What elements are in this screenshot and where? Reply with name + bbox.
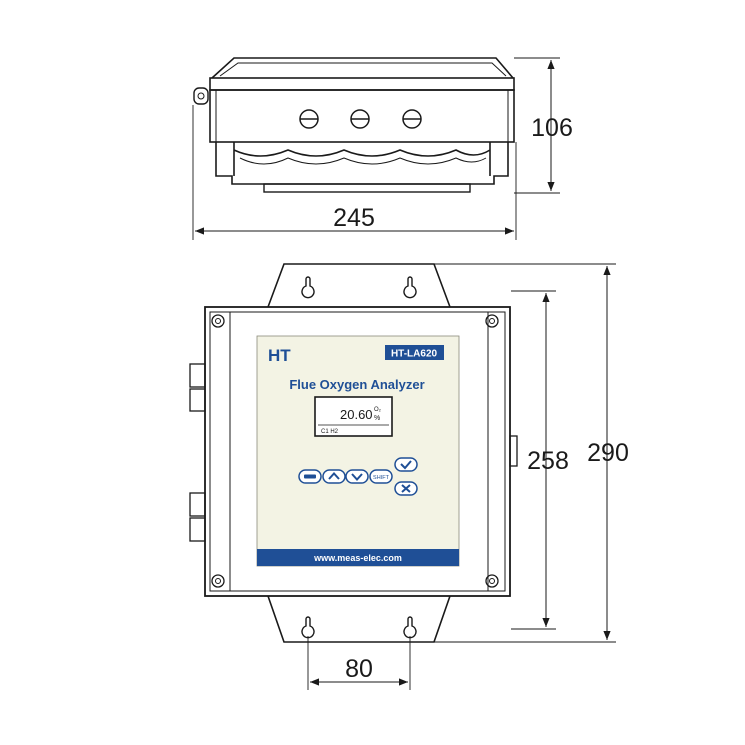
front-view: HT HT-LA620 Flue Oxygen Analyzer 20.60 O… [189,263,518,643]
bottom-bracket [267,595,451,643]
corner-screw-tl [211,314,225,328]
corner-screw-tr [485,314,499,328]
top-height-dimension [514,57,560,194]
front-panel [256,335,460,567]
left-hinge-upper [189,363,206,412]
lcd-unit: % [374,415,380,422]
confirm-button[interactable] [394,457,418,472]
check-icon [400,460,412,470]
website-band [257,549,459,566]
corner-screw-br [485,574,499,588]
top-screw-3 [402,109,422,129]
menu-button[interactable] [298,469,322,484]
up-arrow-icon [328,472,340,480]
website-label: www.meas-elec.com [313,553,402,563]
model-badge [385,345,444,360]
keyhole-top-left [301,276,315,299]
shift-button[interactable]: SHIFT [369,469,393,484]
dim-245: 245 [333,204,375,232]
lcd-unit-top: O₂ [374,407,382,413]
up-button[interactable] [322,469,346,484]
cancel-button[interactable] [394,481,418,496]
dim-258: 258 [527,447,569,475]
top-width-dimension [192,105,517,240]
lcd-value: 20.60 [340,407,373,422]
dim-106: 106 [531,114,573,142]
lcd-display [314,396,393,437]
dim-80: 80 [345,655,373,683]
dim-290: 290 [587,439,629,467]
menu-icon [304,474,316,479]
shift-label: SHIFT [373,475,390,481]
close-icon [401,484,411,493]
top-bracket [267,263,451,308]
top-mount-plate [263,183,471,193]
panel-title: Flue Oxygen Analyzer [289,377,424,392]
top-screw-2 [350,109,370,129]
hinge [193,87,209,105]
keyhole-bottom-left [301,616,315,639]
total-height-dimension [434,263,616,643]
left-hinge-lower [189,492,206,542]
keyhole-bottom-right [403,616,417,639]
top-lid-band [209,77,515,91]
top-lid-rim [211,57,514,79]
keyhole-top-right [403,276,417,299]
brand-logo: HT [268,346,291,365]
mount-spacing-dimension [307,636,411,690]
top-body [209,89,515,143]
right-latch [509,435,518,467]
model-label: HT-LA620 [391,349,438,360]
lcd-status: C1 H2 [321,429,339,435]
top-view [193,57,515,193]
top-screw-1 [299,109,319,129]
inner-height-dimension [511,290,556,630]
down-arrow-icon [351,473,363,481]
corner-screw-bl [211,574,225,588]
down-button[interactable] [345,469,369,484]
